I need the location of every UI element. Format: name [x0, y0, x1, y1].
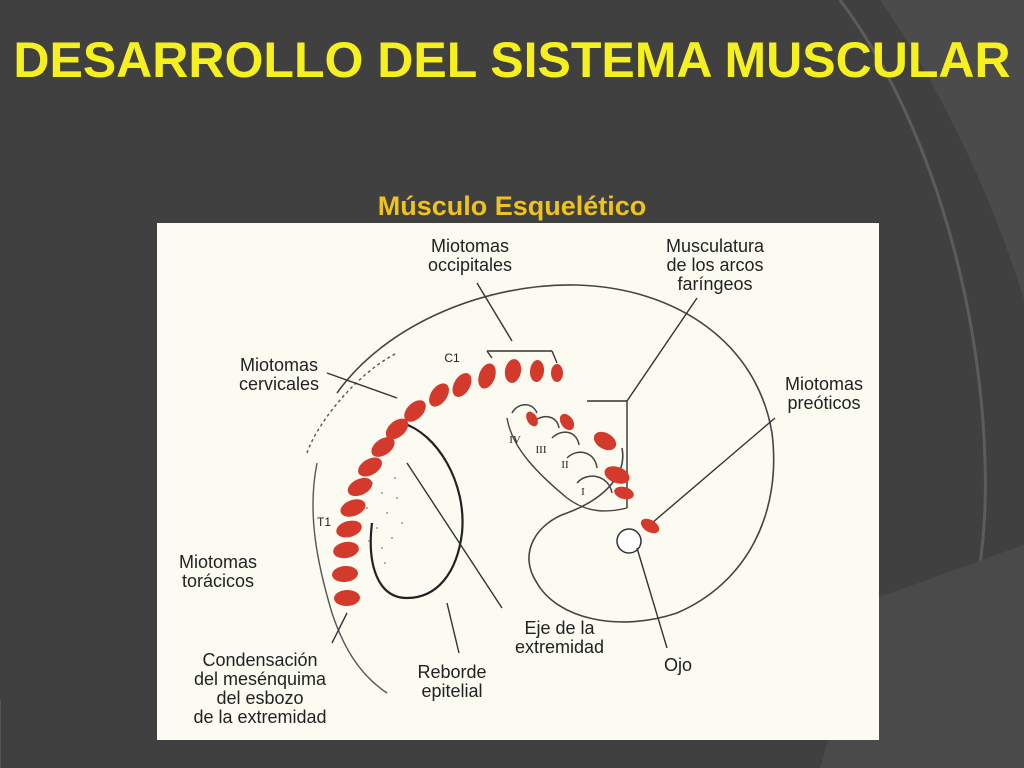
myotome-cervical	[385, 418, 409, 440]
mark-arch-iii: III	[535, 444, 547, 456]
embryo-diagram: Miotomas occipitales Musculatura de los …	[157, 223, 879, 740]
slide-title: DESARROLLO DEL SISTEMA MUSCULAR	[13, 32, 1011, 88]
myotome-pharyngeal	[614, 486, 634, 500]
embryo-back	[306, 352, 398, 454]
myotome-marks	[332, 359, 660, 607]
mesenchyme-dots	[366, 477, 403, 564]
label-miotomas-preoticos: Miotomas preóticos	[784, 374, 864, 413]
myotome-thoracic	[340, 499, 366, 517]
myotome-cervical	[404, 400, 426, 422]
limb-bud-outline	[369, 421, 464, 600]
eye-circle	[616, 528, 642, 554]
body-wall	[312, 462, 388, 694]
myotome-occipital	[478, 363, 496, 389]
label-eje-extremidad: Eje de la extremidad	[514, 618, 605, 657]
myotome-cervical	[429, 383, 449, 407]
myotome-thoracic	[336, 520, 362, 538]
mark-t1: T1	[316, 515, 331, 529]
mark-c1: C1	[444, 351, 460, 365]
embryo-drawing	[306, 282, 776, 694]
leader-lines	[326, 282, 776, 654]
embryo-outline	[336, 284, 775, 623]
arch-base	[506, 417, 628, 512]
myotome-thoracic	[333, 541, 359, 559]
myotome-cervical	[452, 373, 472, 397]
myotome-pharyngeal	[593, 431, 617, 451]
myotome-occipital	[504, 359, 522, 383]
label-miotomas-occipitales: Miotomas occipitales	[427, 236, 513, 275]
myotome-occipital	[529, 360, 545, 382]
myotome-thoracic	[334, 589, 360, 607]
label-ojo: Ojo	[663, 655, 692, 675]
myotome-pharyngeal	[526, 411, 538, 427]
mark-arch-iv: IV	[509, 434, 521, 446]
label-miotomas-cervicales: Miotomas cervicales	[238, 355, 320, 394]
slide-subtitle: Músculo Esquelético	[377, 191, 647, 221]
label-reborde-epitelial: Reborde epitelial	[417, 662, 487, 701]
label-musculatura-arcos-faringeos: Musculatura de los arcos faríngeos	[665, 236, 765, 294]
pharyngeal-arches	[511, 404, 613, 494]
myotome-cervical	[358, 457, 382, 477]
myotome-thoracic	[332, 565, 358, 583]
myotome-cervical	[347, 477, 373, 497]
label-miotomas-toracicos: Miotomas torácicos	[178, 552, 258, 591]
label-condensacion-mesenquima: Condensación del mesénquima del esbozo d…	[193, 650, 327, 727]
myotome-pharyngeal	[604, 466, 630, 484]
myotome-cervical	[371, 437, 395, 457]
mark-arch-ii: II	[561, 459, 569, 471]
myotome-preotic	[640, 518, 660, 534]
myotome-pharyngeal	[559, 413, 575, 431]
myotome-occipital	[551, 364, 563, 382]
mark-arch-i: I	[581, 486, 585, 498]
